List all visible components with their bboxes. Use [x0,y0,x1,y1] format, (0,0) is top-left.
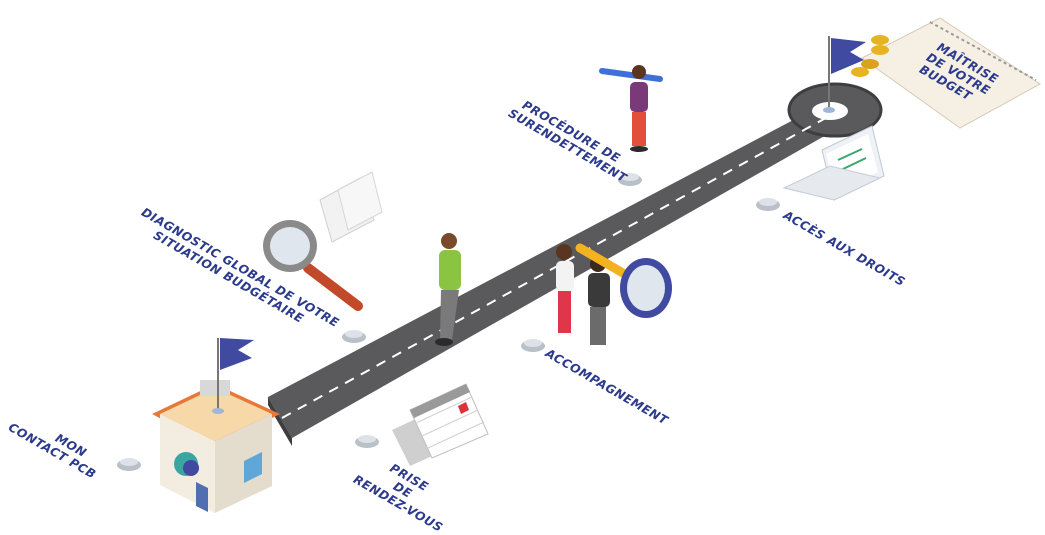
person-icon [435,233,461,346]
laptop-icon [782,125,885,201]
step-marker [618,173,642,186]
person-icon [630,65,648,152]
step-marker [117,458,141,471]
flag-icon [212,338,254,414]
step-marker [355,435,379,448]
step-marker [756,198,780,211]
magnifier-icon [263,220,363,311]
magnifier-icon [575,243,672,318]
step-marker [342,330,366,343]
roadmap-scene [117,17,1041,513]
flag-icon [823,36,866,113]
house-icon [152,380,280,513]
pencil-icon [599,68,663,82]
notebook-icon [861,17,1041,129]
coins-icon [851,35,889,77]
document-icon [319,171,383,243]
calendar-icon [392,383,489,466]
step-marker [521,339,545,352]
person-icon [556,244,610,345]
